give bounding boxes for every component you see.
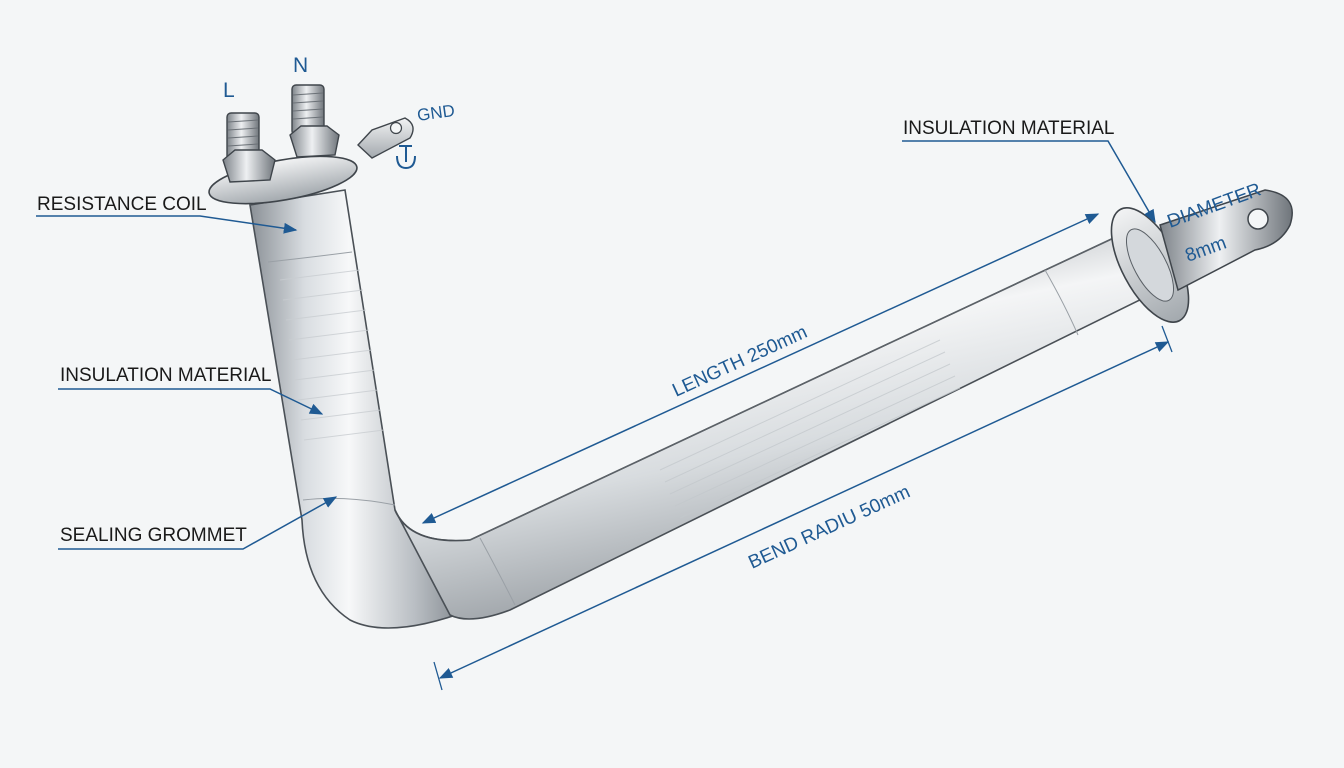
resistance-coil-label: RESISTANCE COIL [37, 194, 207, 215]
bend-radius-label: BEND RADIU 50mm [745, 481, 913, 573]
end-tip [1159, 189, 1293, 292]
live-terminal-bolt [222, 112, 276, 183]
callout-insulation-left: INSULATION MATERIAL [58, 365, 324, 415]
sealing-grommet-label: SEALING GROMMET [60, 525, 247, 546]
ground-terminal-label: GND [416, 101, 456, 125]
ground-icon [396, 145, 416, 170]
ground-lug [357, 117, 414, 159]
insulation-left-label: INSULATION MATERIAL [60, 365, 272, 386]
callout-sealing-grommet: SEALING GROMMET [58, 496, 338, 550]
callout-insulation-right: INSULATION MATERIAL [902, 118, 1156, 224]
neutral-terminal-bolt [289, 84, 340, 158]
neutral-terminal-label: N [293, 54, 308, 77]
hex-nut-icon [222, 149, 276, 183]
callout-resistance-coil: RESISTANCE COIL [36, 194, 298, 234]
live-terminal-label: L [223, 79, 235, 102]
mounting-hole-icon [1247, 208, 1269, 230]
hex-nut-icon [289, 125, 340, 158]
terminal-flange [208, 117, 414, 205]
insulation-right-label: INSULATION MATERIAL [903, 118, 1115, 139]
